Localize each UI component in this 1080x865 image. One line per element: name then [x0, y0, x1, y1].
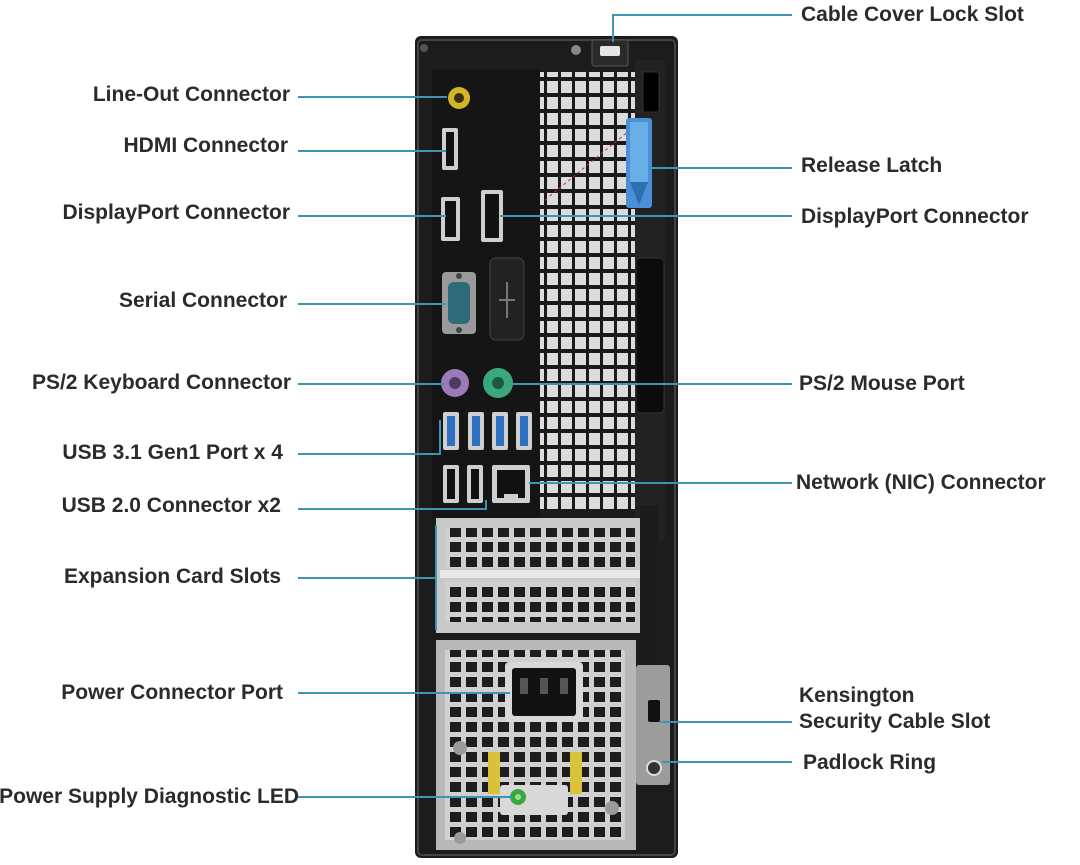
displayport-right-port: [481, 190, 503, 242]
ps2-keyboard-port: [441, 369, 469, 397]
line-out-jack: [448, 87, 470, 109]
label-usb20-connector: USB 2.0 Connector x2: [61, 494, 281, 517]
label-power-connector-port: Power Connector Port: [61, 681, 283, 704]
network-port: [492, 465, 530, 503]
usb31-ports: [443, 412, 532, 450]
label-displayport-connector-right: DisplayPort Connector: [801, 205, 1029, 228]
leader-lines-right: [500, 14, 792, 763]
label-ps2-keyboard-connector: PS/2 Keyboard Connector: [31, 371, 291, 394]
blank-cover: [489, 257, 525, 341]
label-cable-cover-lock-slot: Cable Cover Lock Slot: [801, 3, 1024, 26]
label-displayport-connector-left: DisplayPort Connector: [62, 201, 290, 224]
label-padlock-ring: Padlock Ring: [803, 751, 937, 774]
power-supply: [436, 640, 636, 850]
label-serial-connector: Serial Connector: [118, 289, 287, 312]
top-vent-grid: [540, 72, 635, 510]
hdmi-port: [442, 128, 458, 170]
label-ps2-mouse-port: PS/2 Mouse Port: [799, 372, 965, 395]
release-latch: [626, 118, 652, 208]
label-kensington: Kensington: [799, 684, 915, 707]
displayport-left-port: [441, 197, 460, 241]
label-line-out-connector: Line-Out Connector: [92, 83, 290, 106]
label-security-cable-slot: Security Cable Slot: [799, 710, 991, 733]
label-release-latch: Release Latch: [801, 154, 943, 177]
label-expansion-card-slots: Expansion Card Slots: [63, 565, 281, 588]
label-hdmi-connector: HDMI Connector: [123, 134, 289, 157]
label-usb31-ports: USB 3.1 Gen1 Port x 4: [62, 441, 283, 464]
leader-lines-left: [298, 96, 512, 798]
ps2-mouse-port: [483, 368, 513, 398]
kensington-slot-area: [636, 665, 670, 785]
cable-cover-lock-slot: [591, 39, 629, 67]
label-power-supply-led: Power Supply Diagnostic LED: [0, 785, 299, 808]
power-supply-led: [510, 789, 526, 805]
label-network-connector: Network (NIC) Connector: [796, 471, 1046, 494]
usb20-ports: [443, 465, 483, 503]
expansion-card-slots: [436, 505, 658, 675]
serial-port: [442, 272, 476, 334]
